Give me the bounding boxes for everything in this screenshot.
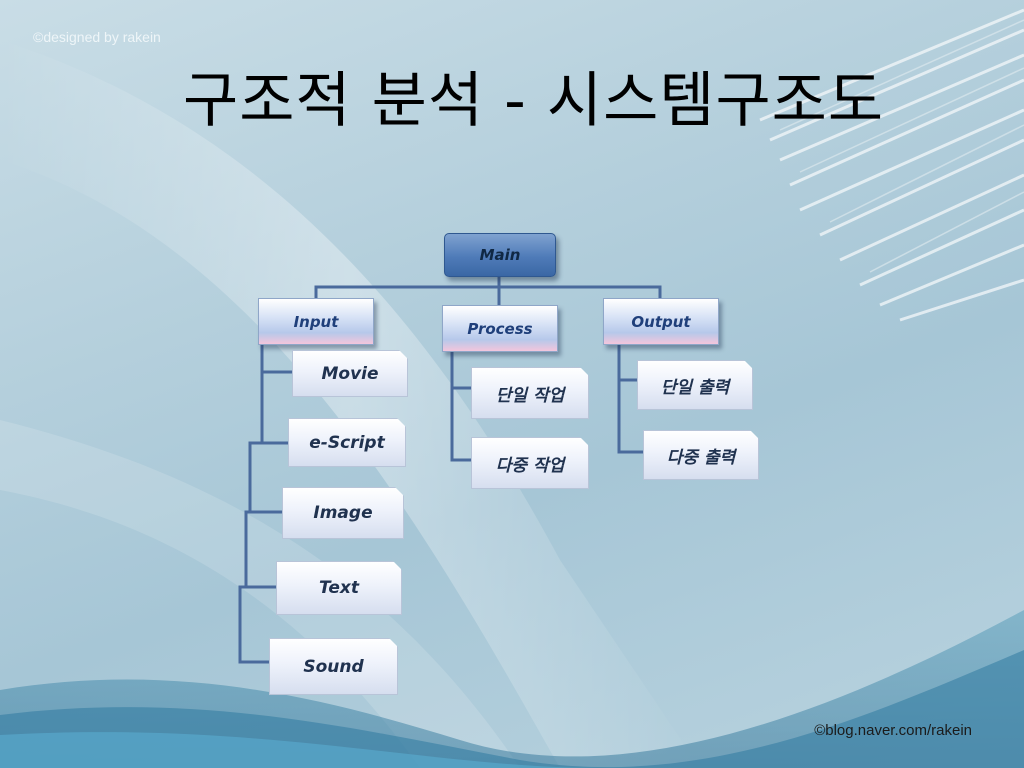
node-process: Process — [442, 305, 558, 352]
node-input-text: Text — [276, 561, 402, 615]
watermark-text: ©designed by rakein — [33, 29, 161, 45]
node-output-single: 단일 출력 — [637, 360, 753, 410]
node-input-movie: Movie — [292, 350, 408, 397]
node-output-multi: 다중 출력 — [643, 430, 759, 480]
slide-title: 구조적 분석 - 시스템구조도 — [183, 66, 885, 136]
footer-credit: ©blog.naver.com/rakein — [814, 722, 972, 739]
node-main: Main — [444, 233, 556, 277]
node-input-image: Image — [282, 487, 404, 539]
node-process-multi: 다중 작업 — [471, 437, 589, 489]
node-process-single: 단일 작업 — [471, 367, 589, 419]
node-output: Output — [603, 298, 719, 345]
node-input-sound: Sound — [269, 638, 398, 695]
node-input-escript: e-Script — [288, 418, 406, 467]
node-input: Input — [258, 298, 374, 345]
